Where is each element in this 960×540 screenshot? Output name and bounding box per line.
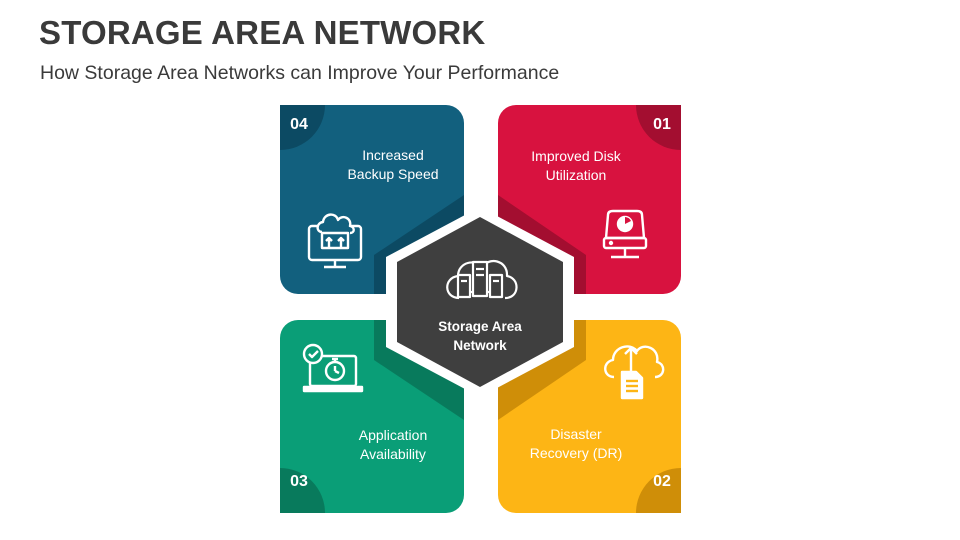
monitor-cloud-upload-icon (307, 213, 363, 269)
page-subtitle: How Storage Area Networks can Improve Yo… (40, 62, 560, 84)
card-02-corner (636, 468, 681, 513)
center-hexagon (386, 207, 574, 397)
card-04-corner (280, 105, 325, 150)
card-02-number: 02 (653, 473, 671, 490)
card-03-number: 03 (290, 473, 308, 490)
card-04-number: 04 (290, 116, 308, 133)
card-03-corner (280, 468, 325, 513)
cloud-server-icon (446, 259, 518, 300)
page-title: STORAGE AREA NETWORK (39, 14, 486, 51)
card-01-number: 01 (653, 116, 671, 133)
laptop-clock-icon (302, 343, 364, 393)
card-01-corner (636, 105, 681, 150)
cloud-upload-document-icon (604, 345, 665, 400)
disk-drive-icon (602, 209, 648, 259)
